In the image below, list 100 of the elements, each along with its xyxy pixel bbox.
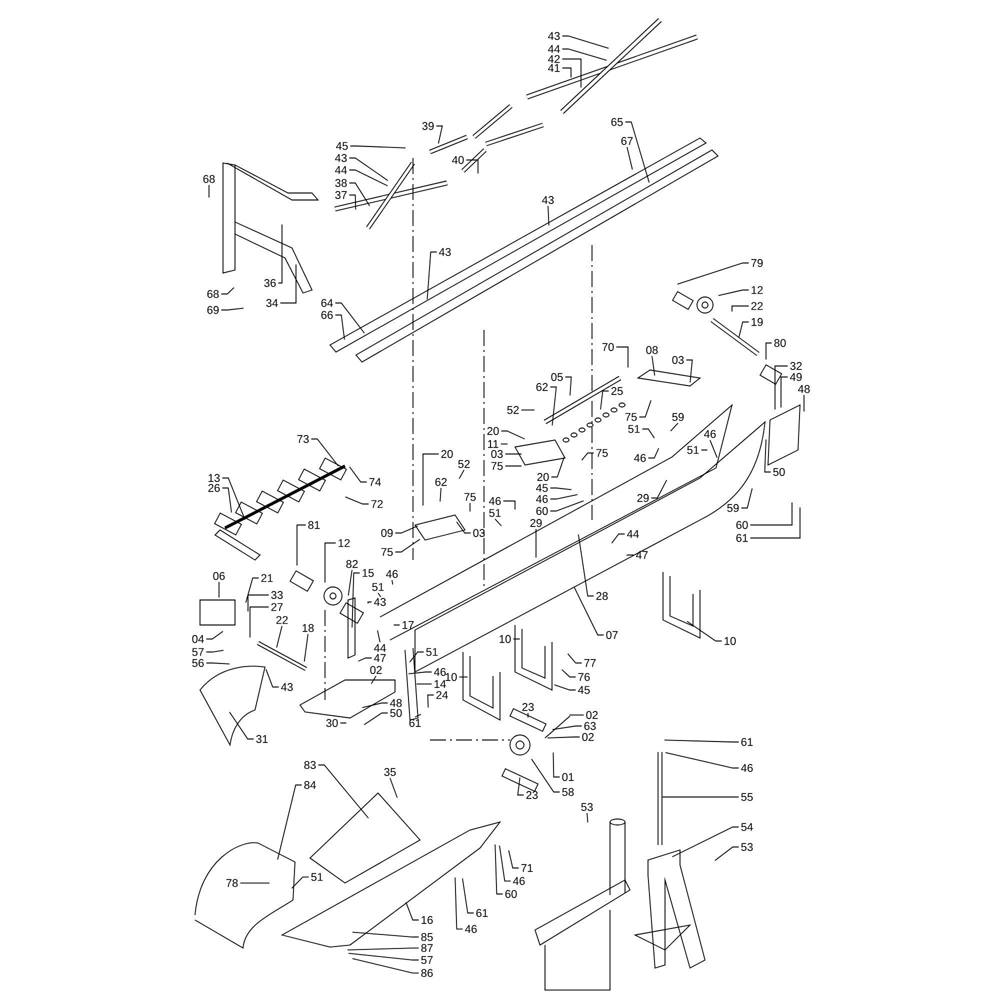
leader-line [626, 554, 634, 556]
leader-line [664, 740, 740, 742]
callout-number: 22 [751, 302, 763, 310]
callout-number: 19 [752, 318, 763, 326]
leader-line [611, 534, 626, 544]
callout-number: 74 [369, 478, 381, 486]
callout-number: 43 [335, 154, 347, 162]
callout-number: 84 [304, 781, 316, 789]
callout-number: 31 [256, 735, 268, 743]
callout-number: 02 [582, 733, 594, 741]
callout-number: 42 [548, 55, 560, 63]
callout-number: 78 [226, 879, 238, 887]
callout-number: 09 [381, 529, 393, 537]
leader-line [334, 314, 345, 340]
leader-line [296, 524, 306, 566]
callout-number: 49 [790, 373, 802, 381]
callout-number: 62 [435, 478, 447, 486]
leader-line [408, 672, 432, 674]
leader-line [348, 182, 370, 206]
callout-number: 63 [584, 722, 596, 730]
leader-line [462, 878, 474, 914]
callout-number: 46 [536, 495, 548, 503]
leader-line [229, 712, 254, 740]
leader-line [394, 525, 418, 534]
leader-line [502, 500, 516, 510]
callout-number: 61 [409, 719, 421, 727]
leader-line [494, 518, 502, 526]
callout-number: 75 [596, 449, 608, 457]
leader-line [352, 932, 420, 938]
callout-number: 72 [371, 500, 383, 508]
callout-number: 58 [562, 788, 574, 796]
callout-number: 26 [208, 484, 220, 492]
leader-line [550, 494, 578, 500]
leader-line [406, 902, 420, 920]
leader-line [392, 580, 394, 586]
leader-line [266, 668, 280, 688]
leader-line [718, 290, 750, 296]
callout-number: 51 [372, 583, 384, 591]
leader-line [280, 264, 296, 304]
leader-line [662, 796, 740, 798]
callout-number: 02 [370, 666, 382, 674]
callout-number: 40 [452, 156, 464, 164]
callout-number: 10 [446, 673, 457, 681]
leader-line [352, 958, 420, 974]
callout-number: 87 [421, 944, 433, 952]
callout-number: 48 [798, 385, 810, 393]
leader-line [750, 502, 792, 526]
leader-line [676, 262, 750, 285]
leader-line [670, 422, 678, 432]
leader-line [652, 356, 656, 376]
leader-line [390, 778, 398, 798]
callout-number: 25 [611, 387, 623, 395]
leader-line [222, 478, 246, 520]
callout-number: 52 [458, 460, 470, 468]
leader-line [310, 438, 339, 467]
leader-line [240, 882, 270, 884]
leader-line [362, 702, 388, 708]
leader-line [548, 206, 550, 226]
callout-number: 46 [434, 668, 446, 676]
callout-number: 46 [704, 430, 716, 438]
callout-number: 73 [297, 435, 309, 443]
callout-number: 61 [736, 534, 748, 542]
leader-line [348, 570, 352, 596]
leader-line [554, 684, 576, 690]
leader-line [304, 634, 308, 662]
callout-number: 68 [203, 175, 215, 183]
leader-line [648, 448, 660, 458]
leader-line [550, 500, 584, 512]
leader-line [248, 594, 270, 612]
leader-line [586, 812, 588, 823]
callout-number: 50 [390, 709, 402, 717]
callout-number: 59 [672, 413, 684, 421]
callout-number: 66 [321, 311, 333, 319]
callout-number: 45 [536, 484, 548, 492]
leader-line [766, 342, 772, 360]
callout-number: 46 [741, 764, 753, 772]
callout-number: 75 [464, 493, 476, 501]
callout-number: 15 [362, 569, 374, 577]
callout-number: 53 [741, 843, 753, 851]
callout-number: 03 [672, 356, 684, 364]
callout-number: 20 [487, 427, 499, 435]
leader-line [561, 669, 576, 678]
callout-number: 77 [584, 659, 596, 667]
callout-number: 27 [271, 603, 283, 611]
leader-line [624, 122, 650, 184]
callout-number: 75 [625, 413, 637, 421]
callout-number: 03 [491, 450, 503, 458]
leader-line [378, 592, 382, 598]
callout-number: 43 [374, 598, 386, 606]
callout-number: 50 [773, 468, 785, 476]
leader-line [340, 722, 347, 724]
leader-line [409, 652, 424, 663]
callout-number: 76 [578, 673, 590, 681]
callout-number: 60 [736, 521, 748, 529]
leader-line [277, 784, 302, 860]
leader-line [427, 694, 434, 708]
callout-number: 65 [611, 118, 623, 126]
callout-number: 16 [422, 916, 433, 924]
leader-line [318, 764, 369, 819]
callout-number: 51 [426, 648, 438, 656]
